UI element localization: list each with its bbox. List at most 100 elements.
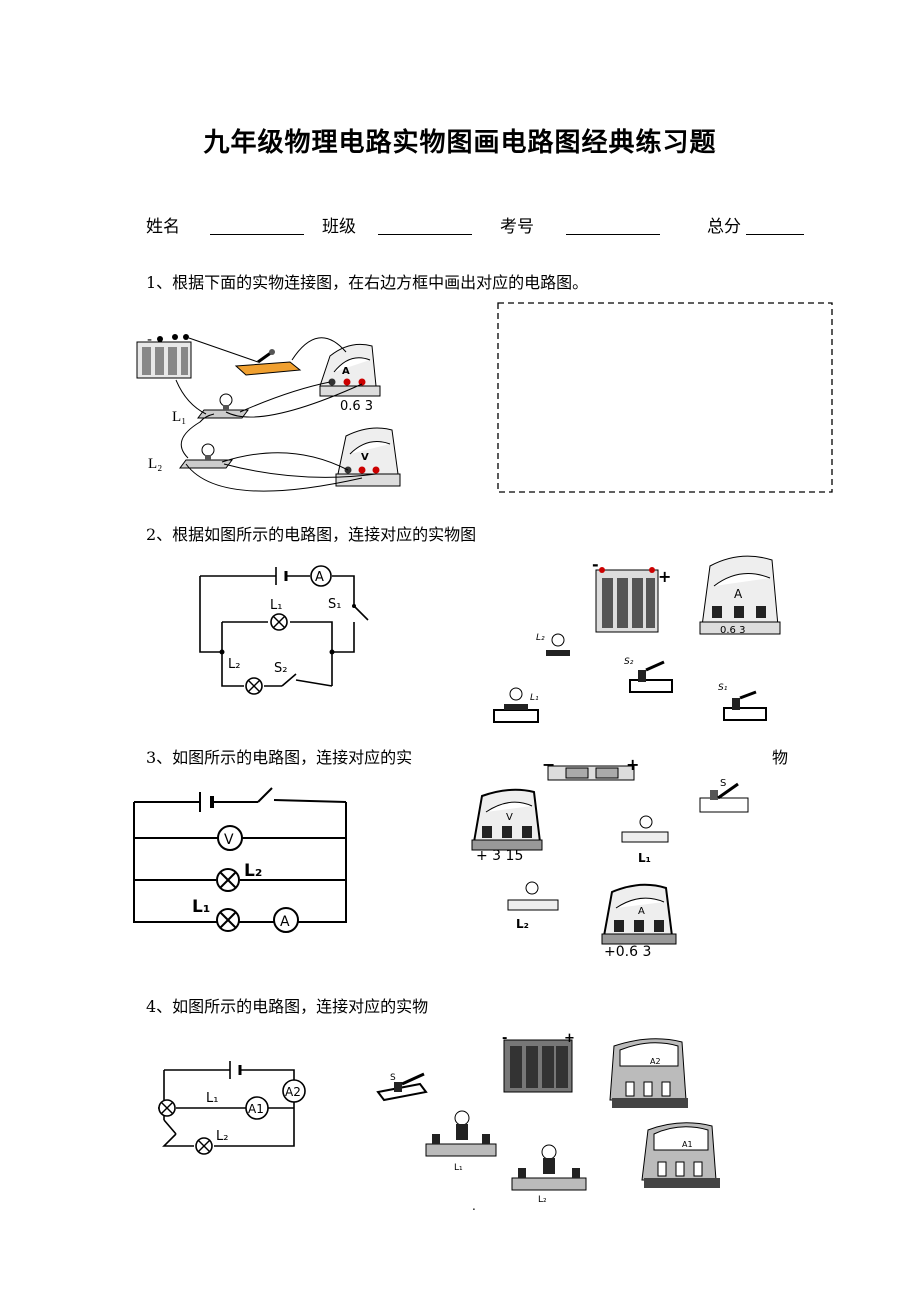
- lamp-l2-label-q4: L₂: [216, 1129, 228, 1144]
- junction-dot: [329, 649, 335, 655]
- battery-pack-q4[interactable]: - +: [502, 1031, 575, 1093]
- lamp-l2-symbol-q4: L₂: [195, 1129, 228, 1155]
- lamp-l2-label-q3: L₂: [244, 861, 262, 881]
- lamp-l2-label-q1: L₂: [148, 456, 162, 472]
- question-2-text: 2、根据如图所示的电路图，连接对应的实物图: [146, 525, 477, 544]
- switch-q3[interactable]: S: [699, 778, 749, 813]
- answer-box-q1[interactable]: [497, 302, 833, 493]
- lamp-l1-label-q3b: L₁: [638, 851, 651, 865]
- ammeter-symbol-label-q3: A: [280, 914, 290, 930]
- lamp-l2-label-q4b: L₂: [538, 1195, 547, 1205]
- battery-holder-q3[interactable]: − +: [542, 755, 639, 781]
- switch-s2-label-q2b: S₂: [624, 657, 634, 667]
- ammeter-a2-symbol-q4: A2: [282, 1079, 306, 1103]
- schematic-q3: [133, 799, 347, 923]
- battery-pack-q1: -: [136, 332, 192, 379]
- lamp-l1-label-q4: L₁: [206, 1091, 218, 1106]
- switch-label-q4b: S: [390, 1073, 396, 1083]
- voltmeter-symbol-label-q3: V: [224, 832, 234, 848]
- battery-pack-q2[interactable]: - +: [592, 555, 671, 633]
- footer-dot: .: [472, 1199, 476, 1213]
- ammeter-q1: A 0.6 3: [319, 343, 381, 414]
- ammeter-symbol-q2: A: [310, 565, 332, 587]
- ammeter-scale-q2: 0.6 3: [720, 625, 745, 636]
- ammeter-label-q2: A: [734, 587, 743, 601]
- battery-plus-q4: +: [564, 1031, 575, 1046]
- switch-s2-symbol-q2: S₂: [274, 661, 297, 687]
- lamp-l2-symbol-q2: L₂: [228, 657, 263, 695]
- switch-label-q3: S: [720, 778, 726, 789]
- lamp-l2-q4[interactable]: L₂: [511, 1144, 587, 1205]
- switch-q1: [234, 349, 302, 376]
- ammeter-scale-q1: 0.6 3: [340, 399, 373, 414]
- battery-symbol-q4: [229, 1061, 242, 1079]
- battery-symbol-q2: [275, 567, 288, 585]
- lamp-l2-q2[interactable]: L₂: [536, 633, 570, 656]
- number-blank: [566, 234, 660, 235]
- lamp-l1-q1: L₁: [172, 393, 249, 425]
- lamp-l1-q4[interactable]: L₁: [425, 1110, 497, 1173]
- switch-q4[interactable]: S: [376, 1072, 428, 1102]
- lamp-l1-label-q2: L₁: [270, 598, 282, 613]
- lamp-l2-label-q3b: L₂: [516, 917, 529, 931]
- class-label: 班级: [322, 217, 356, 237]
- voltmeter-label-q1: V: [361, 452, 369, 463]
- question-3-text-tail: 物: [772, 748, 789, 767]
- lamp-l1-q3[interactable]: L₁: [621, 815, 669, 865]
- ammeter-a1-q4[interactable]: A1: [641, 1122, 720, 1188]
- ammeter-q2[interactable]: A 0.6 3: [699, 555, 781, 636]
- lamp-l2-q3[interactable]: L₂: [507, 881, 559, 931]
- ammeter-a2-label-q4: A2: [285, 1085, 301, 1099]
- class-blank: [378, 234, 472, 235]
- voltmeter-q3[interactable]: V + 3 15: [471, 788, 543, 864]
- lamp-l1-symbol-q2: L₁: [270, 598, 288, 631]
- schematic-q2: [199, 575, 355, 687]
- lamp-l2-label-q2: L₂: [228, 657, 240, 672]
- lamp-l1-label-q1: L₁: [172, 409, 186, 425]
- meter-a2-label-q4: A2: [650, 1057, 661, 1066]
- switch-s2-q2[interactable]: S₂: [624, 657, 673, 693]
- battery-minus-q2: -: [592, 555, 599, 574]
- ammeter-q3[interactable]: A +0.6 3: [601, 883, 677, 960]
- voltmeter-symbol-q3: V: [217, 825, 243, 851]
- lamp-l2-symbol-q3: L₂: [216, 861, 262, 892]
- ammeter-label-q3: A: [638, 906, 645, 917]
- battery-minus-q4: -: [502, 1031, 507, 1046]
- switch-symbol-q3: [257, 787, 273, 803]
- name-blank: [210, 234, 304, 235]
- battery-minus-q1: -: [147, 332, 152, 348]
- ammeter-a2-q4[interactable]: A2: [609, 1038, 688, 1108]
- ammeter-symbol-q3: A: [273, 907, 299, 933]
- question-1-text: 1、根据下面的实物连接图，在右边方框中画出对应的电路图。: [146, 273, 589, 292]
- voltmeter-q1: V: [335, 427, 401, 487]
- lamp-l1-q2[interactable]: L₁: [493, 687, 539, 723]
- question-3-text: 3、如图所示的电路图，连接对应的实: [146, 748, 413, 767]
- battery-plus-q2: +: [658, 567, 671, 586]
- ammeter-a1-symbol-q4: A1: [245, 1096, 269, 1120]
- ammeter-scale-q3: +0.6 3: [604, 944, 651, 960]
- battery-minus-q3: −: [542, 755, 555, 774]
- voltmeter-scale-q3: + 3 15: [476, 848, 523, 864]
- lamp-l2-label-q2b: L₂: [536, 633, 545, 643]
- switch-s1-label-q2: S₁: [328, 597, 341, 612]
- switch-s1-q2[interactable]: S₁: [718, 683, 767, 721]
- ammeter-a1-label-q4: A1: [248, 1102, 264, 1116]
- junction-dot: [219, 649, 225, 655]
- name-label: 姓名: [146, 217, 180, 237]
- lamp-l1-label-q2b: L₁: [530, 693, 539, 703]
- battery-symbol-q3: [199, 792, 214, 812]
- lamp-l1-symbol-q4: L₁: [158, 1091, 218, 1117]
- ammeter-symbol-label-q2: A: [315, 570, 324, 585]
- battery-plus-q3: +: [626, 755, 639, 774]
- switch-symbol-q4: [163, 1119, 177, 1135]
- lamp-l1-label-q3: L₁: [192, 897, 210, 917]
- meter-a1-label-q4: A1: [682, 1140, 693, 1149]
- lamp-l1-symbol-q3: L₁: [192, 897, 240, 932]
- score-label: 总分: [707, 217, 741, 237]
- score-blank: [746, 234, 804, 235]
- voltmeter-label-q3: V: [506, 812, 513, 823]
